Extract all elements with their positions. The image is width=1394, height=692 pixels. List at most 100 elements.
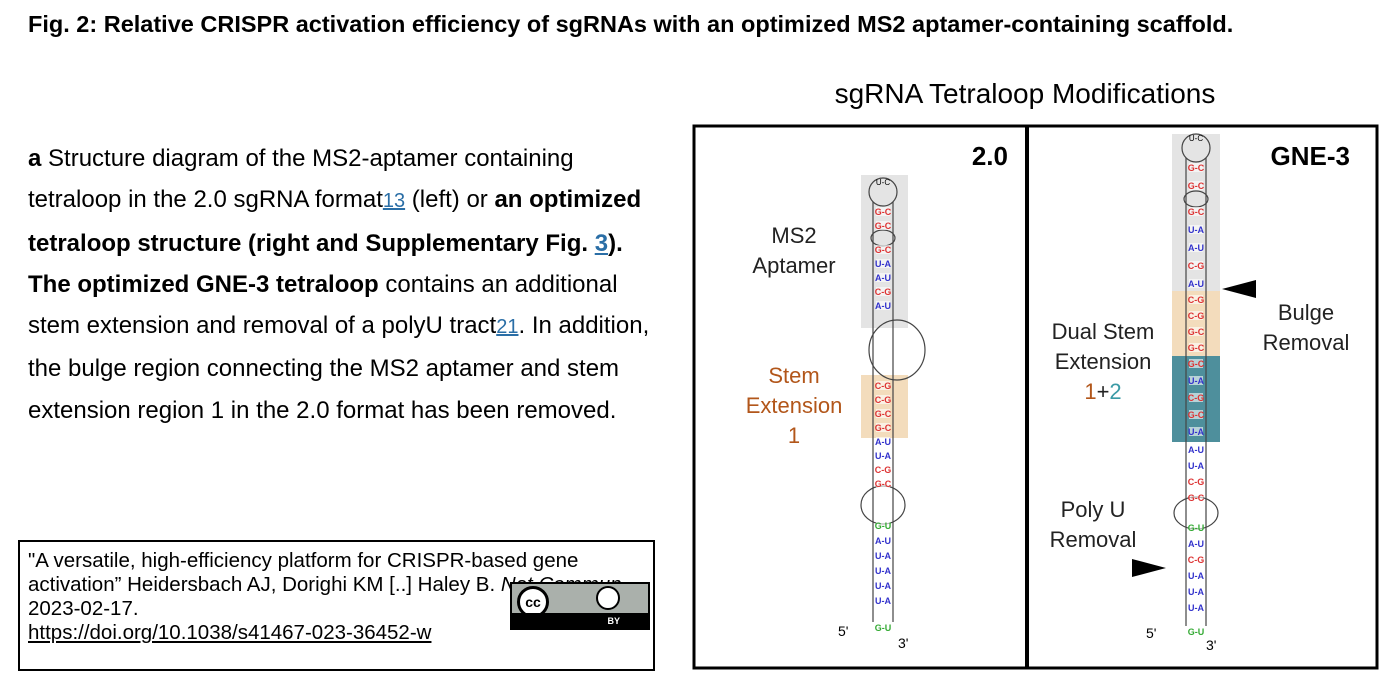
base-pair: C-G bbox=[1188, 311, 1205, 321]
ref-link-supp-fig-3[interactable]: 3 bbox=[594, 229, 609, 257]
base-pair-backdrop bbox=[1189, 279, 1203, 288]
base-pair-backdrop bbox=[876, 451, 890, 460]
base-pair: G-C bbox=[1188, 163, 1205, 173]
base-pair-backdrop bbox=[876, 395, 890, 404]
base-pair-backdrop bbox=[1189, 461, 1203, 470]
base-pair: C-G bbox=[1188, 555, 1205, 565]
base-pair-backdrop bbox=[1189, 603, 1203, 612]
sgrna-stem-2-0: U-CG-CG-CG-CU-AA-UC-GA-UC-GC-GG-CG-CA-UU… bbox=[860, 177, 926, 633]
base-pair: U-A bbox=[875, 566, 891, 576]
desc-text: (left) or bbox=[405, 186, 495, 214]
base-pair-backdrop bbox=[1189, 243, 1203, 252]
polyu-arrow-icon bbox=[1132, 559, 1166, 577]
base-pair: A-U bbox=[1188, 243, 1204, 253]
base-pair-backdrop bbox=[876, 479, 890, 488]
base-pair: C-G bbox=[875, 287, 892, 297]
base-pair: G-U bbox=[1188, 523, 1205, 533]
five-prime-label: 5' bbox=[1146, 625, 1156, 641]
base-pair-backdrop bbox=[876, 301, 890, 310]
base-pair: U-A bbox=[1188, 603, 1204, 613]
extension-number-1: 1 bbox=[788, 423, 800, 448]
base-pair-backdrop bbox=[1189, 555, 1203, 564]
base-pair: A-U bbox=[875, 273, 891, 283]
cc-icon: cc bbox=[517, 586, 549, 618]
base-pair: C-G bbox=[875, 395, 892, 405]
base-pair-backdrop bbox=[1189, 327, 1203, 336]
base-pair: U-A bbox=[1188, 587, 1204, 597]
base-pair-backdrop bbox=[876, 423, 890, 432]
cc-by-license-badge[interactable]: cc BY bbox=[510, 582, 650, 630]
panel-letter: a bbox=[28, 145, 42, 172]
base-pair: G-C bbox=[875, 423, 892, 433]
base-pair-backdrop bbox=[876, 245, 890, 254]
citation-date: 2023-02-17. bbox=[28, 597, 139, 620]
base-pair-backdrop bbox=[876, 465, 890, 474]
base-pair-backdrop bbox=[1189, 163, 1203, 172]
base-pair: G-C bbox=[1188, 327, 1205, 337]
five-prime-label: 5' bbox=[838, 623, 848, 639]
desc-text: Structure diagram of the MS2-aptamer con… bbox=[28, 145, 574, 214]
three-prime-label: 3' bbox=[1206, 637, 1216, 653]
internal-loop bbox=[860, 485, 906, 525]
base-pair: U-A bbox=[1188, 571, 1204, 581]
base-pair-backdrop bbox=[876, 623, 890, 632]
citation-box: "A versatile, high-efficiency platform f… bbox=[18, 540, 655, 671]
desc-bold: ). The optimized GNE-3 tetraloop bbox=[28, 229, 623, 298]
base-pair: G-C bbox=[875, 409, 892, 419]
base-pair: G-U bbox=[875, 521, 892, 531]
base-pair-backdrop bbox=[876, 581, 890, 590]
base-pair: U-A bbox=[875, 259, 891, 269]
poly-u-label: Poly U bbox=[1061, 497, 1126, 522]
base-pair-backdrop bbox=[1189, 207, 1203, 216]
base-pair: G-C bbox=[1188, 410, 1205, 420]
tetraloop bbox=[868, 177, 898, 207]
base-pair: G-C bbox=[1188, 207, 1205, 217]
base-pair-backdrop bbox=[1189, 445, 1203, 454]
base-pair: A-U bbox=[875, 301, 891, 311]
panel-2-0: 2.0 MS2 Aptamer Stem Extension 1 U-CG-CG… bbox=[746, 141, 1008, 651]
base-pair: U-A bbox=[1188, 461, 1204, 471]
base-pair-backdrop bbox=[876, 273, 890, 282]
base-pair-backdrop bbox=[1189, 376, 1203, 385]
base-pair: G-U bbox=[1188, 627, 1205, 637]
loop-bases: U-C bbox=[876, 178, 890, 187]
bulge-arrow-icon bbox=[1222, 280, 1256, 298]
ref-link-13[interactable]: 13 bbox=[382, 190, 406, 213]
base-pair: U-A bbox=[875, 596, 891, 606]
base-pair: A-U bbox=[1188, 445, 1204, 455]
base-pair: C-G bbox=[1188, 477, 1205, 487]
removal-label: Removal bbox=[1263, 330, 1350, 355]
base-pair: C-G bbox=[875, 465, 892, 475]
base-pair-backdrop bbox=[1189, 427, 1203, 436]
by-label: BY bbox=[607, 616, 620, 626]
base-pair-backdrop bbox=[1189, 477, 1203, 486]
base-pair-backdrop bbox=[876, 221, 890, 230]
removal-label: Removal bbox=[1050, 527, 1137, 552]
base-pair-backdrop bbox=[1189, 225, 1203, 234]
base-pair: C-G bbox=[1188, 295, 1205, 305]
internal-loop bbox=[868, 319, 926, 381]
aptamer-label: Aptamer bbox=[752, 253, 835, 278]
base-pair-backdrop bbox=[1189, 410, 1203, 419]
panel-label-gne-3: GNE-3 bbox=[1271, 141, 1350, 171]
base-pair-backdrop bbox=[1189, 181, 1203, 190]
desc-text: contains an additional stem extension an… bbox=[28, 270, 618, 340]
base-pair-backdrop bbox=[876, 566, 890, 575]
doi-link[interactable]: https://doi.org/10.1038/s41467-023-36452… bbox=[28, 621, 432, 644]
base-pair: U-A bbox=[875, 581, 891, 591]
base-pair-backdrop bbox=[1189, 627, 1203, 636]
base-pair-backdrop bbox=[876, 287, 890, 296]
stem-label: Stem bbox=[768, 363, 819, 388]
base-pair-backdrop bbox=[1189, 393, 1203, 402]
base-pair: G-C bbox=[1188, 181, 1205, 191]
panel-label-2-0: 2.0 bbox=[972, 141, 1008, 171]
base-pair: A-U bbox=[1188, 279, 1204, 289]
base-pair-backdrop bbox=[1189, 311, 1203, 320]
base-pair-backdrop bbox=[1189, 261, 1203, 270]
base-pair-backdrop bbox=[876, 536, 890, 545]
sgrna-stem-gne-3: U-CG-CG-CG-CU-AA-UC-GA-UC-GC-GG-CG-CG-CU… bbox=[1173, 133, 1219, 637]
ref-link-21[interactable]: 21 bbox=[496, 316, 519, 339]
base-pair: C-G bbox=[1188, 393, 1205, 403]
ms2-label: MS2 bbox=[771, 223, 816, 248]
base-pair-backdrop bbox=[1189, 359, 1203, 368]
